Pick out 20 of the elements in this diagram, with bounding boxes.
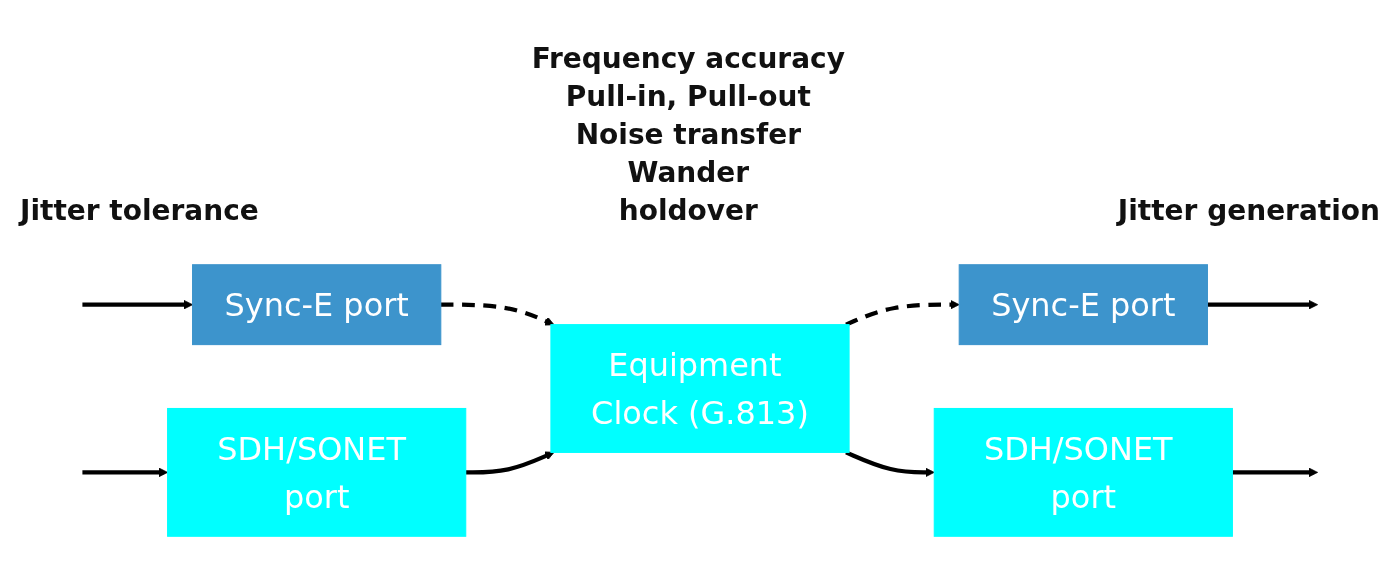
arrow bbox=[1232, 467, 1318, 477]
spec-label: Wander bbox=[627, 155, 750, 191]
spec-label: Jitter tolerance bbox=[20, 193, 259, 229]
node-box: SDH/SONET port bbox=[933, 407, 1233, 537]
node-box: Equipment Clock (G.813) bbox=[550, 323, 850, 453]
arrow bbox=[82, 467, 168, 477]
arrow bbox=[82, 299, 193, 309]
spec-label: Pull-in, Pull-out bbox=[565, 79, 811, 115]
spec-label: Noise transfer bbox=[575, 117, 801, 153]
spec-label: Frequency accuracy bbox=[531, 41, 845, 77]
node-box: Sync-E port bbox=[192, 263, 442, 345]
node-box: Sync-E port bbox=[958, 263, 1208, 345]
arrow bbox=[845, 449, 935, 477]
arrow bbox=[465, 451, 555, 474]
arrow bbox=[1207, 299, 1318, 309]
spec-label: holdover bbox=[618, 193, 758, 229]
arrow bbox=[440, 302, 555, 326]
arrow bbox=[845, 299, 960, 327]
spec-label: Jitter generation bbox=[1117, 193, 1380, 229]
node-box: SDH/SONET port bbox=[167, 407, 467, 537]
